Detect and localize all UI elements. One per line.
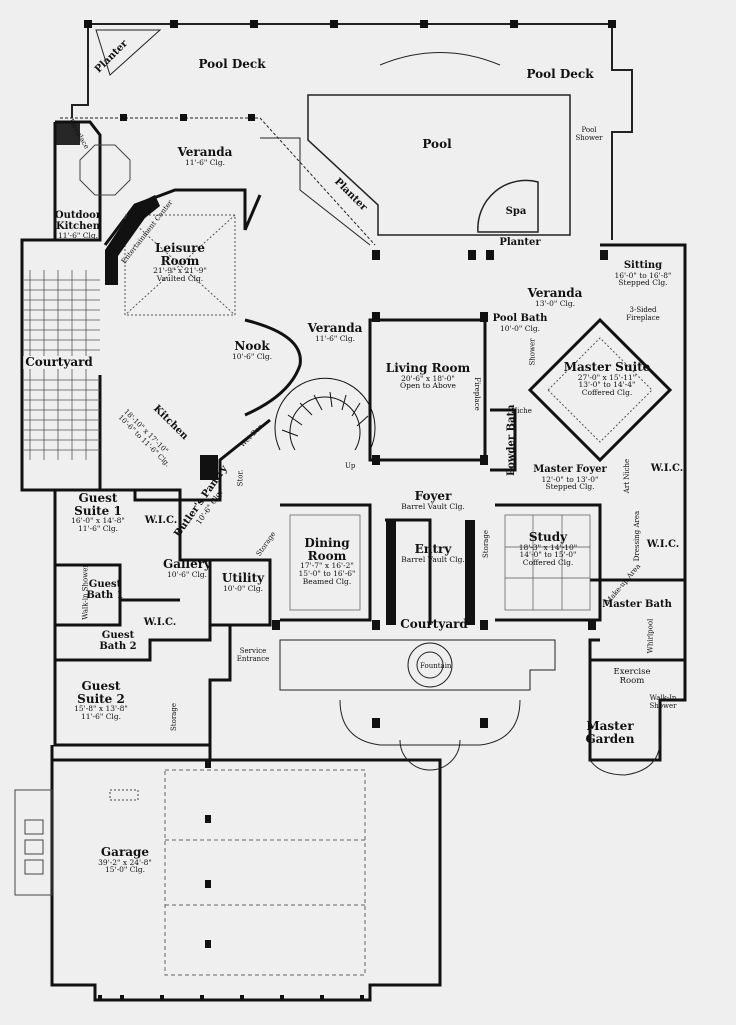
dining-walls — [280, 503, 372, 622]
study-walls — [495, 503, 602, 622]
dining-beams — [289, 514, 361, 611]
service-walls — [208, 625, 232, 745]
master-garden-arc — [589, 739, 661, 776]
fireplace-veranda-box — [55, 122, 80, 145]
leisure-vault — [124, 214, 236, 316]
guest-suite-walls — [55, 488, 212, 662]
utility-walls — [210, 558, 272, 627]
entry-wall-right — [465, 520, 475, 625]
planter-top — [95, 29, 162, 76]
spa — [477, 179, 539, 233]
spiral-stair — [274, 377, 376, 451]
pool-arch — [379, 52, 501, 66]
nook-curve — [244, 318, 302, 417]
columns — [84, 20, 616, 948]
kitchen-dark-block — [200, 455, 218, 480]
fountain — [407, 642, 453, 688]
kitchen-walls — [98, 375, 271, 502]
west-wall — [20, 122, 212, 760]
garage-front-posts — [98, 995, 364, 1000]
garage-walls — [50, 745, 442, 1002]
central-walls — [368, 318, 487, 462]
pool-steps — [260, 137, 371, 246]
garage-side-cabinets — [14, 789, 53, 896]
front-courtyard — [279, 639, 556, 771]
entry-wall-left — [386, 520, 396, 625]
courtyard-stripes — [24, 270, 100, 460]
entry-walls — [385, 518, 472, 625]
garage-bays — [164, 769, 366, 976]
guest-bath-walls — [55, 563, 180, 627]
master-bath-walls — [590, 578, 685, 662]
gazebo — [79, 144, 131, 196]
pool — [307, 94, 571, 236]
garage-vent — [109, 789, 139, 801]
entertainment-center — [105, 195, 160, 285]
master-coffer — [547, 337, 653, 443]
study-coffer — [504, 514, 591, 611]
veranda-left-dashed — [60, 117, 376, 246]
master-suite-diag — [527, 317, 673, 463]
powder-walls — [490, 408, 517, 472]
